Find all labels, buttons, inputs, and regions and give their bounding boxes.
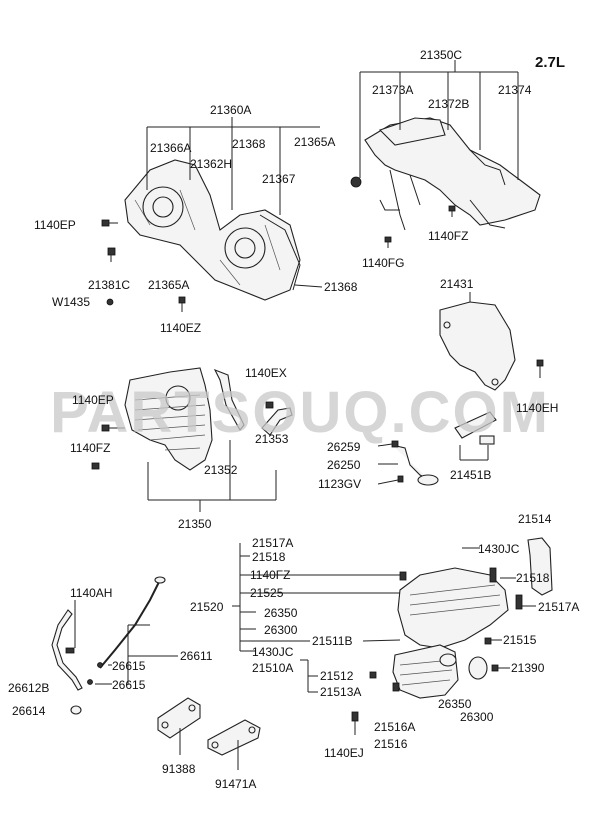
label-1140EX: 1140EX bbox=[245, 366, 287, 380]
label-21513A: 21513A bbox=[320, 685, 361, 699]
label-21512: 21512 bbox=[320, 669, 354, 683]
label-21515: 21515 bbox=[503, 633, 537, 647]
label-21390: 21390 bbox=[511, 661, 545, 675]
label-21520: 21520 bbox=[190, 600, 224, 614]
label-21360A: 21360A bbox=[210, 103, 251, 117]
label-1123GV: 1123GV bbox=[318, 477, 361, 491]
label-21511B: 21511B bbox=[312, 634, 352, 648]
label-26615-a: 26615 bbox=[112, 659, 146, 673]
label-21381C: 21381C bbox=[88, 278, 130, 292]
damper-21451B bbox=[454, 411, 497, 461]
label-21510A: 21510A bbox=[252, 661, 293, 675]
label-26615-b: 26615 bbox=[112, 678, 146, 692]
label-21374: 21374 bbox=[498, 83, 532, 97]
label-21352: 21352 bbox=[204, 463, 238, 477]
oil-pan-21520 bbox=[351, 537, 553, 735]
label-26300-b: 26300 bbox=[460, 710, 494, 724]
label-1140AH: 1140AH bbox=[70, 586, 112, 600]
label-21362H: 21362H bbox=[190, 157, 232, 171]
bracket-91471A bbox=[207, 719, 261, 770]
label-21350C: 21350C bbox=[420, 48, 462, 62]
leader-lines-21350C bbox=[359, 60, 519, 180]
label-26614: 26614 bbox=[12, 704, 46, 718]
label-21353: 21353 bbox=[255, 432, 289, 446]
label-1430JC-b: 1430JC bbox=[252, 645, 294, 659]
label-26350-a: 26350 bbox=[264, 606, 298, 620]
dipstick-26611 bbox=[51, 576, 178, 715]
label-21350: 21350 bbox=[178, 517, 212, 531]
plate-21431 bbox=[439, 292, 544, 391]
engine-label: 2.7L bbox=[535, 54, 565, 71]
label-21365A-a: 21365A bbox=[294, 135, 335, 149]
label-1140FZ-a: 1140FZ bbox=[428, 229, 468, 243]
label-1140EH: 1140EH bbox=[516, 401, 558, 415]
label-1140EJ: 1140EJ bbox=[324, 746, 364, 760]
label-91388: 91388 bbox=[162, 762, 196, 776]
label-1140EP-a: 1140EP bbox=[34, 218, 76, 232]
label-26350-b: 26350 bbox=[438, 697, 472, 711]
label-21518-b: 21518 bbox=[516, 571, 550, 585]
label-21372B: 21372B bbox=[428, 97, 469, 111]
label-1140FZ-c: 1140FZ bbox=[250, 568, 290, 582]
label-21367: 21367 bbox=[262, 172, 296, 186]
label-21373A: 21373A bbox=[372, 83, 413, 97]
timing-cover-upper-assembly bbox=[350, 117, 541, 248]
bracket-91388 bbox=[157, 697, 201, 755]
label-26259: 26259 bbox=[327, 440, 361, 454]
leader-lines-21350 bbox=[147, 440, 277, 512]
watermark: PARTSOUQ.COM bbox=[50, 380, 550, 445]
label-21365A-b: 21365A bbox=[148, 278, 189, 292]
label-26612B: 26612B bbox=[8, 681, 49, 695]
label-26611: 26611 bbox=[180, 649, 213, 663]
label-21451B: 21451B bbox=[450, 468, 491, 482]
label-21518-a: 21518 bbox=[252, 550, 286, 564]
label-21368-b: 21368 bbox=[324, 280, 358, 294]
leader-lines-21520 bbox=[232, 543, 536, 693]
label-21517A-a: 21517A bbox=[252, 536, 293, 550]
label-21514: 21514 bbox=[518, 512, 552, 526]
label-26300-a: 26300 bbox=[264, 623, 298, 637]
label-W1435: W1435 bbox=[52, 295, 90, 309]
label-21525: 21525 bbox=[250, 586, 284, 600]
label-1140EZ: 1140EZ bbox=[160, 321, 201, 335]
label-21516: 21516 bbox=[374, 737, 408, 751]
label-1140EP-b: 1140EP bbox=[72, 393, 114, 407]
label-21431: 21431 bbox=[440, 277, 474, 291]
label-21366A: 21366A bbox=[150, 141, 191, 155]
timing-cover-21360A bbox=[101, 159, 301, 312]
label-21368-a: 21368 bbox=[232, 137, 266, 151]
leader-lines-21360A bbox=[146, 117, 323, 288]
label-21517A-b: 21517A bbox=[538, 600, 579, 614]
label-91471A: 91471A bbox=[215, 777, 256, 791]
label-26250: 26250 bbox=[327, 458, 361, 472]
label-1140FZ-b: 1140FZ bbox=[70, 441, 110, 455]
timing-cover-lower-21350 bbox=[91, 367, 293, 471]
label-1430JC-a: 1430JC bbox=[478, 542, 520, 556]
labels: 2.7L 21350C 21373A 21372B 21374 1140FZ 1… bbox=[8, 48, 579, 791]
label-21516A: 21516A bbox=[374, 720, 415, 734]
label-1140FG: 1140FG bbox=[362, 256, 404, 270]
oil-pipe-26250 bbox=[377, 440, 439, 486]
